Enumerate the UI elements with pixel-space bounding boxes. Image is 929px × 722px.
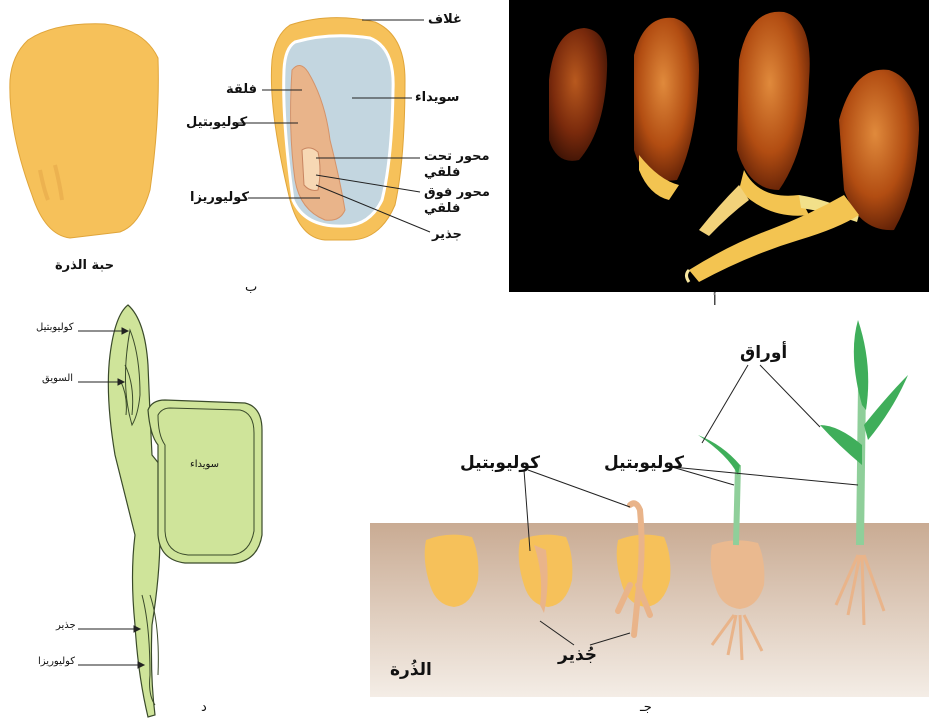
label-epicotyl-2: فلقي (424, 201, 461, 216)
seedling-section (78, 304, 263, 718)
label-hypocotyl-1: محور تحت (424, 149, 490, 164)
label-endosperm-b: سويداء (415, 90, 460, 105)
stage-4-kernel (710, 540, 765, 609)
label-coleorhiza-d: كوليوريزا (38, 656, 76, 667)
label-radicle-c: جُذير (558, 645, 598, 665)
label-radicle-d: جذير (56, 620, 76, 631)
label-coleorhiza-b: كوليوريزا (190, 190, 249, 205)
panel-d-letter: د (201, 700, 207, 715)
label-coat: غلاف (428, 12, 462, 27)
seed-1 (549, 28, 608, 161)
label-hypocotyl-2: فلقي (424, 165, 461, 180)
panel-c-letter: جـ (640, 700, 652, 715)
kernel-diagrams (9, 17, 431, 241)
kernel-caption: حبة الذرة (55, 258, 115, 273)
panel-c: أوراق كوليوبتيل كوليوبتيل جُذير الذُرة ج… (368, 315, 929, 722)
germination-photo (509, 0, 929, 292)
whole-kernel (9, 23, 159, 239)
panel-d: كوليوبتيل السويق سويداء جذير كوليوريزا د (0, 295, 300, 722)
label-coleoptile-b: كوليوبتيل (186, 115, 248, 130)
seed-2 (634, 17, 699, 181)
label-coleoptile-c2: كوليوبتيل (604, 453, 684, 473)
panel-a-letter: أ (713, 294, 717, 309)
label-coleoptile-c1: كوليوبتيل (460, 453, 540, 473)
label-coleoptile-d: كوليوبتيل (36, 322, 74, 333)
label-leaves: أوراق (740, 343, 788, 363)
label-epicotyl-1: محور فوق (424, 185, 490, 200)
label-radicle-b: جذير (432, 227, 462, 242)
stage-1-kernel (424, 534, 479, 607)
seed-3 (737, 11, 810, 190)
panel-a: أ (509, 0, 929, 309)
label-cotyledon: فلقة (226, 82, 258, 97)
endosperm-sack (147, 399, 263, 564)
panel-b-letter: ب (245, 280, 258, 295)
label-endosperm-d: سويداء (190, 459, 220, 470)
panel-b: غلاف سويداء فلقة كوليوبتيل محور تحت فلقي… (0, 0, 509, 300)
label-corn: الذُرة (390, 660, 432, 680)
seed-4 (839, 69, 919, 231)
germination-stages (370, 320, 929, 697)
label-stem-d: السويق (42, 373, 74, 384)
